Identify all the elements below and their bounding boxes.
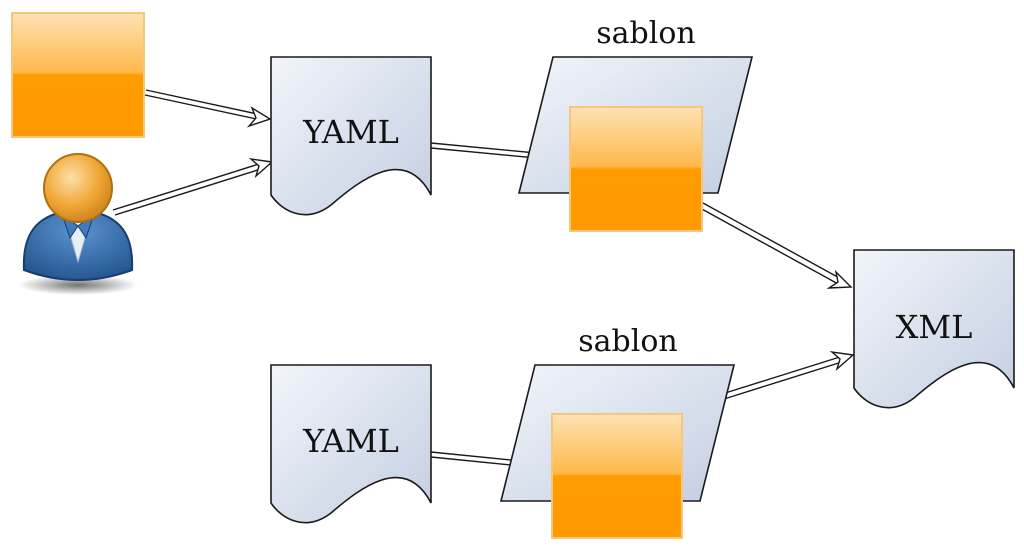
user-icon (18, 153, 138, 295)
template-bottom: sablon (499, 324, 736, 539)
arrow-template-top-to-xml (699, 202, 853, 289)
xml-label: XML (896, 308, 973, 346)
yaml-document-top: YAML (270, 56, 432, 216)
arrow-user-to-yaml-top (112, 157, 274, 216)
edges-layer (112, 89, 855, 477)
yaml-top-label: YAML (302, 113, 399, 151)
arrow-template-bottom-to-xml (721, 350, 855, 400)
document-icon (270, 364, 432, 524)
document-icon (853, 249, 1015, 409)
template-top-label: sablon (596, 16, 695, 51)
template-top: sablon (517, 16, 754, 232)
template-bottom-label: sablon (578, 324, 677, 359)
orange-box-icon (11, 12, 145, 138)
yaml-document-bottom: YAML (270, 364, 432, 524)
document-icon (270, 56, 432, 216)
orange-box-icon (551, 413, 683, 539)
orange-box-icon (569, 106, 703, 232)
xml-document: XML (853, 249, 1015, 409)
yaml-bottom-label: YAML (302, 422, 399, 460)
arrow-data-box-to-yaml-top (144, 89, 272, 128)
